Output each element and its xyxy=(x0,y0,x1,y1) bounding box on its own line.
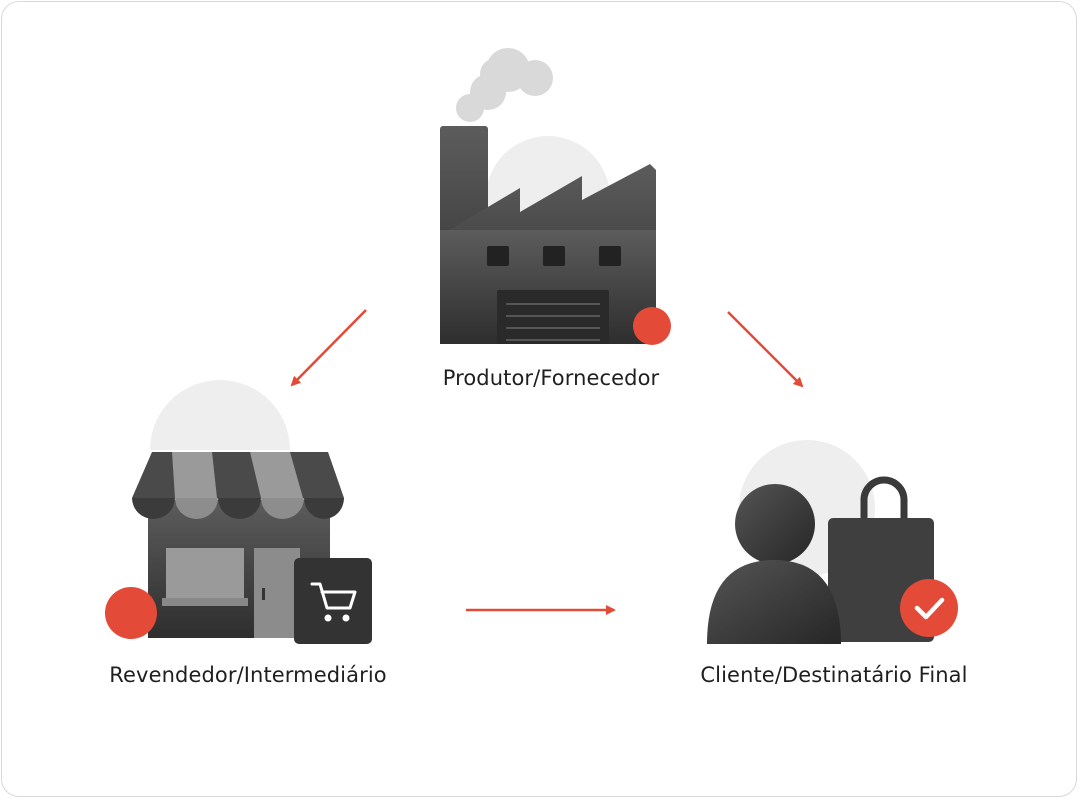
producer-label: Produtor/Fornecedor xyxy=(442,366,660,390)
factory-icon xyxy=(440,48,671,345)
store-icon xyxy=(105,380,372,644)
smoke-cloud xyxy=(456,48,553,122)
check-badge-icon xyxy=(900,579,958,637)
shopping-cart-icon xyxy=(310,582,357,610)
arrow-producer-to-reseller xyxy=(290,309,367,387)
arrow-producer-to-customer xyxy=(727,311,804,388)
status-dot-icon xyxy=(105,587,157,639)
status-dot-icon xyxy=(633,307,671,345)
customer-icon xyxy=(707,440,958,644)
reseller-label: Revendedor/Intermediário xyxy=(109,663,387,687)
check-icon xyxy=(914,597,945,620)
customer-label: Cliente/Destinatário Final xyxy=(700,663,968,687)
